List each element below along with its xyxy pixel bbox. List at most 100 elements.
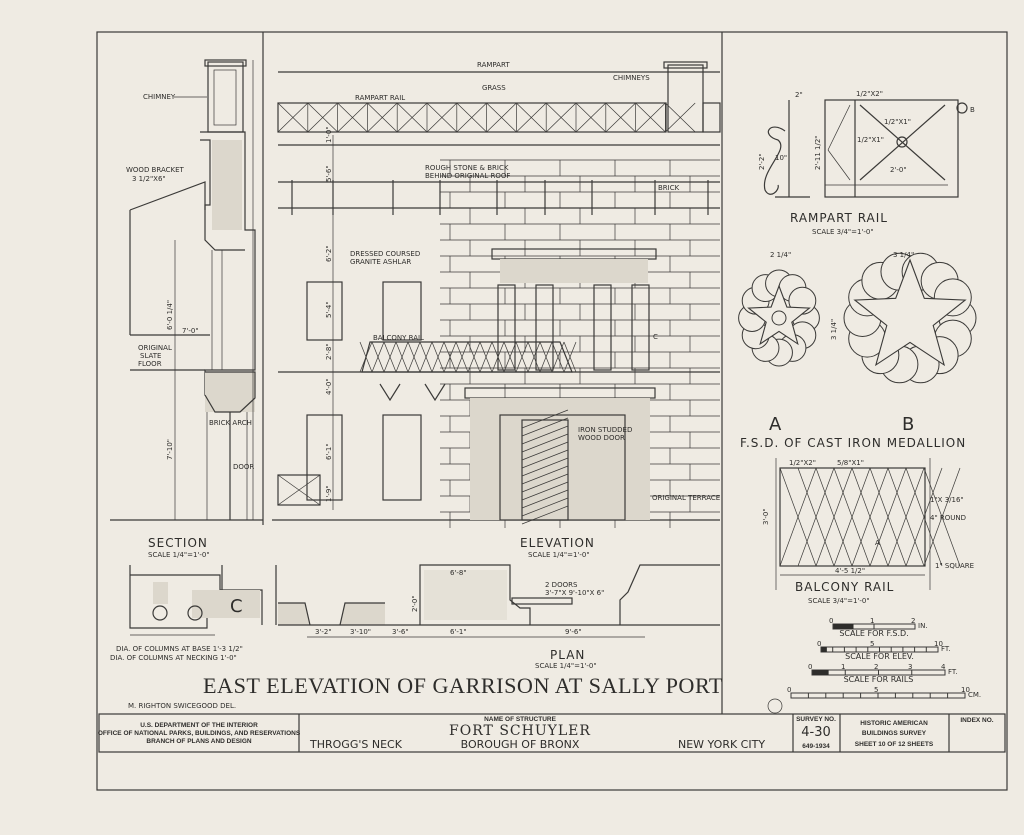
dept-line-3: BRANCH OF PLANS AND DESIGN [146,738,252,745]
drawing-line [383,341,397,373]
rail-label: 1/2"X1" [857,136,884,144]
scale-fill [812,670,829,675]
drawing-line [455,341,469,373]
plan-note-door-size: 3'-7"X 9'-10"X 6" [545,589,604,597]
label-original: ORIGINAL [138,344,172,352]
drawing-line [307,102,338,133]
scale-unit: IN. [918,622,928,630]
label-rampart-rail: RAMPART RAIL [355,94,405,102]
elevation-title: ELEVATION [520,536,595,550]
plan-title: PLAN [550,648,585,662]
plan-c-mark: C [230,596,243,617]
balcony-label: 1/2"X2" [789,459,816,467]
scale-tick-label: 1 [870,617,874,625]
medallion-star [853,258,967,367]
scale-tick-label: 0 [808,663,812,671]
dim-7-10: 7'-10" [166,439,174,460]
drawing-line [521,417,569,437]
label-behind-roof: BEHIND ORIGINAL ROOF [425,172,510,180]
city: NEW YORK CITY [678,738,765,751]
survey-sub: 649-1934 [802,743,830,750]
medallion-star [747,284,811,346]
balcony-rail-scale: SCALE 3/4"=1'-0" [808,597,870,605]
dim: 1'-0" [325,126,333,143]
scale-tick-label: 3 [908,663,912,671]
label-dressed-coursed: DRESSED COURSED [350,250,420,258]
drawing-line [503,341,517,373]
section-scale: SCALE 1/4"=1'-0" [148,551,210,559]
scale-tick-label: 1 [841,663,845,671]
rail-label: 2'-2" [758,153,766,170]
label-brick-arch: BRICK ARCH [209,419,252,427]
delineator: M. RIGHTON SWICEGOOD DEL. [128,702,236,710]
drawing-line [367,102,398,133]
scale-tick-label: 4 [941,663,946,671]
drawing-line [431,341,445,373]
drawing-line [563,341,577,373]
drawing-line [521,505,569,525]
locality: THROGG'S NECK [309,738,403,751]
drawing-line [521,473,569,493]
label-door: DOOR [233,463,254,471]
dept-line-1: U.S. DEPARTMENT OF THE INTERIOR [140,722,258,729]
dim: 6'-8" [450,569,467,577]
drawing-line [521,465,569,485]
medallion-center [771,310,787,326]
plan-scale: SCALE 1/4"=1'-0" [535,662,597,670]
scale-name: SCALE FOR RAILS [844,675,914,684]
elevation-drawing: RAMPART GRASS RAMPART RAIL CHIMNEYS ROUG… [272,61,721,528]
balcony-rail-title: BALCONY RAIL [795,580,894,594]
scale-tick-label: 10 [934,640,943,648]
drawing-line [426,102,458,133]
dim: 6'-1" [325,443,333,460]
scale-tick-label: 5 [870,640,874,648]
rampart-rail-detail: 1/2"X2" 1/2"X1" 1/2"X1" 2'-0" 2'-11 1/2"… [758,90,975,198]
label-chimneys: CHIMNEYS [613,74,650,82]
rail-label: 2" [795,91,803,99]
sheet-border [96,31,1008,791]
rail-label: 1/2"X1" [884,118,911,126]
label-original-terrace: ORIGINAL TERRACE [652,494,720,502]
label-granite-ashlar: GRANITE ASHLAR [350,258,411,266]
scale-tick-label: 2 [911,617,915,625]
label-floor: FLOOR [138,360,162,368]
label-wood-door: WOOD DOOR [578,434,625,442]
medallion-b [843,252,977,384]
balcony-lattice [359,341,577,373]
scale-fill [833,624,854,629]
survey-no-label: SURVEY NO. [796,716,836,723]
rail-label: 1/2"X2" [856,90,883,98]
index-no-label: INDEX NO. [960,717,993,724]
drawing-line [395,341,409,373]
dept-line-2: OFFICE OF NATIONAL PARKS, BUILDINGS, AND… [98,730,301,737]
rampart-rail-title: RAMPART RAIL [790,211,888,225]
drawing-line [851,467,889,567]
drawing-line [605,102,636,133]
dim: 3'-6" [392,628,409,636]
dim: 6'-1" [450,628,467,636]
rampart-rail-pattern [277,102,696,133]
scale-unit: FT. [948,668,958,676]
rail-label: 2'-0" [890,166,907,174]
dim: 5'-6" [325,165,333,182]
drawing-line [527,341,541,373]
balcony-rail-lattice [779,467,961,567]
rail-label: 10" [775,154,787,162]
dim: 4'-0" [325,378,333,395]
balcony-label: 4'-5 1/2" [835,567,865,575]
scale-tick-label: 5 [874,686,878,694]
label-bracket-size: 3 1/2"X6" [132,175,166,183]
drawing-line [467,341,481,373]
section-title: SECTION [148,536,208,550]
drawing-line [521,481,569,501]
section-drawing: CHIMNEY WOOD BRACKET 3 1/2"X6" ORIGINAL … [110,59,263,521]
drawing-line [491,341,505,373]
scale-unit: FT. [941,645,951,653]
label-rough-stone: ROUGH STONE & BRICK [425,164,509,172]
drawing-line [337,102,368,133]
dim: 2'-8" [325,343,333,360]
balcony-label: 3'-0" [762,508,770,525]
drawing-line [905,467,943,567]
drawing-line [521,489,569,509]
